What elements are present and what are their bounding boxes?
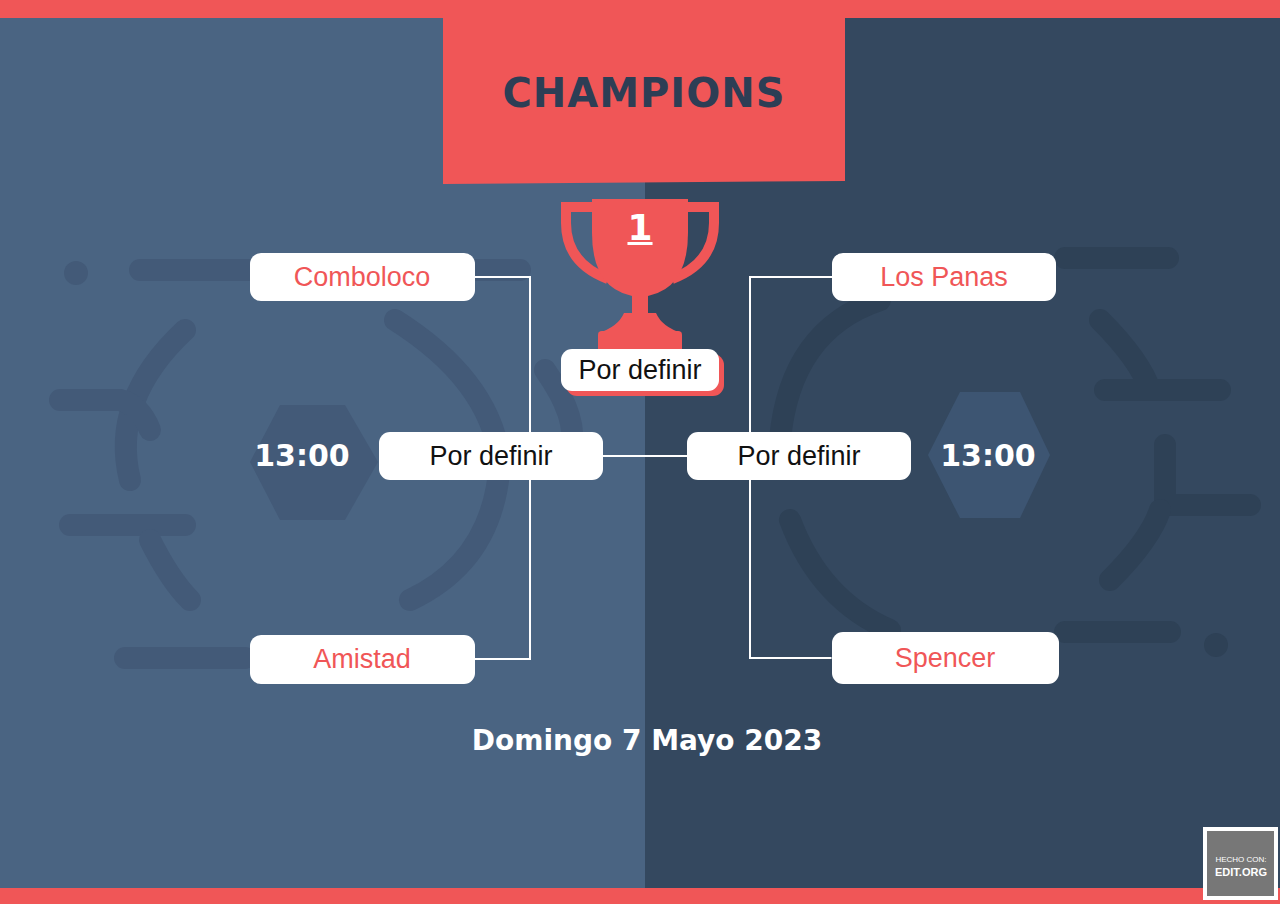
team-box: Amistad	[250, 635, 475, 684]
bracket-line	[750, 480, 832, 658]
team-name: Spencer	[895, 643, 996, 674]
team-box: Comboloco	[250, 253, 475, 301]
team-name: Amistad	[313, 644, 411, 675]
match-date: Domingo 7 Mayo 2023	[472, 724, 823, 757]
trophy: 1	[558, 193, 722, 357]
team-name: Por definir	[429, 441, 552, 472]
team-name: Por definir	[737, 441, 860, 472]
team-box: Spencer	[832, 632, 1059, 684]
match-time: 13:00	[254, 438, 350, 473]
semifinal-box: Por definir	[379, 432, 603, 480]
watermark: EDIT.ORG	[1215, 866, 1267, 878]
title: CHAMPIONS	[502, 70, 785, 116]
bracket-line	[475, 277, 531, 432]
semifinal-box: Por definir	[687, 432, 911, 480]
team-box: Los Panas	[832, 253, 1056, 301]
bracket-line	[475, 480, 531, 659]
watermark: HECHO CON:	[1215, 855, 1266, 864]
bracket-line	[603, 455, 687, 457]
bracket-line	[750, 277, 832, 432]
match-time: 13:00	[940, 438, 1036, 473]
team-name: Comboloco	[294, 262, 431, 293]
rank-number: 1	[558, 207, 722, 248]
final-box: Por definir	[561, 349, 719, 391]
team-name: Los Panas	[880, 262, 1008, 293]
team-name: Por definir	[578, 355, 701, 386]
